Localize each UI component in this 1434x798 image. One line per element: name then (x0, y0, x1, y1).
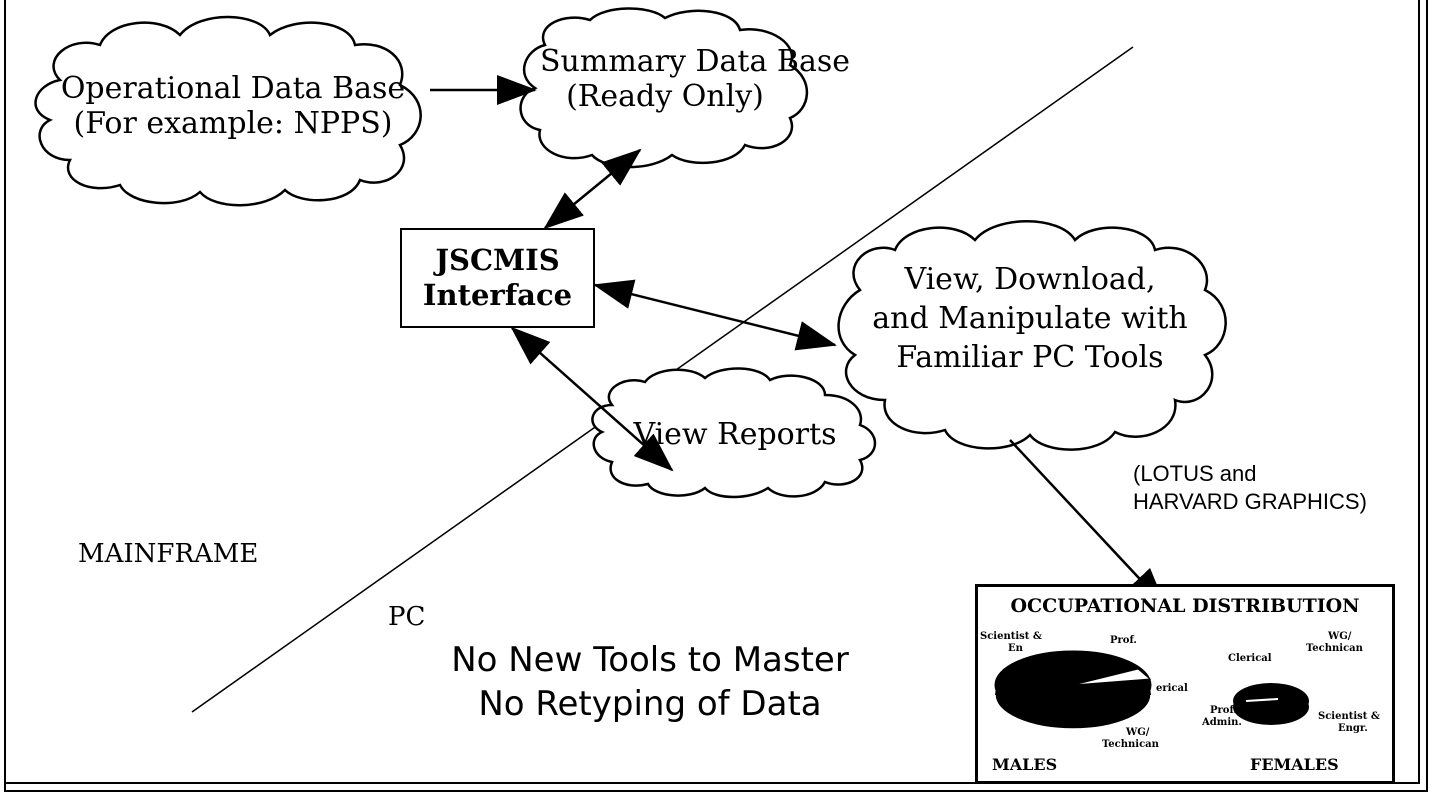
arrow-interface-viewreports (510, 326, 674, 472)
males-label-technican: Technican (1102, 739, 1159, 750)
operational-line1: Operational Data Base (60, 71, 406, 106)
females-label-engr: Engr. (1338, 723, 1368, 734)
males-label-clerical: erical (1156, 683, 1188, 694)
tools-line1: (LOTUS and (1133, 461, 1257, 486)
arrow-tools-to-chart (1009, 439, 1167, 608)
operational-cloud-label: Operational Data Base (For example: NPPS… (58, 71, 408, 141)
operational-cloud-shape (34, 15, 422, 207)
slogan-line1: No New Tools to Master (451, 640, 849, 680)
males-label-wg: WG/ (1126, 727, 1150, 738)
view-download-cloud-shape (837, 220, 1227, 451)
females-label-admin: Admin. (1202, 717, 1242, 728)
view-download-line2: and Manipulate with (872, 301, 1188, 336)
slide-frame (4, 0, 1428, 792)
females-label-prof: Prof. (1210, 705, 1237, 716)
arrow-summary-interface (543, 148, 642, 230)
slogan: No New Tools to Master No Retyping of Da… (440, 638, 860, 726)
interface-line1: JSCMIS (435, 243, 560, 278)
chart-title: OCCUPATIONAL DISTRIBUTION (1010, 595, 1360, 617)
females-label-scientist: Scientist & (1318, 711, 1380, 722)
view-download-line1: View, Download, (904, 262, 1156, 297)
summary-cloud-label: Summary Data Base (Ready Only) (540, 44, 850, 114)
tools-note: (LOTUS and HARVARD GRAPHICS) (1133, 460, 1367, 515)
males-label-prof: Prof. (1110, 635, 1137, 646)
females-pie (1233, 683, 1309, 719)
view-reports-cloud-label: View Reports (610, 417, 860, 453)
view-reports-line1: View Reports (633, 417, 837, 452)
operational-line2: (For example: NPPS) (73, 105, 393, 141)
chart-pies (994, 650, 1309, 730)
males-label-scientist-2: En (1008, 643, 1023, 654)
summary-line1: Summary Data Base (540, 44, 850, 79)
view-download-line3: Familiar PC Tools (896, 340, 1164, 375)
mainframe-label: MAINFRAME (78, 539, 259, 569)
slogan-line2: No Retyping of Data (478, 684, 822, 725)
interface-line2: Interface (422, 278, 573, 312)
females-label-technican: Technican (1306, 643, 1363, 654)
summary-cloud-shape (519, 7, 809, 169)
males-group-label: MALES (992, 755, 1058, 774)
pc-label: PC (388, 602, 426, 632)
females-label-clerical: Clerical (1228, 653, 1272, 664)
view-download-cloud-label: View, Download, and Manipulate with Fami… (855, 260, 1205, 377)
jscmis-interface-box: JSCMIS Interface (400, 228, 595, 328)
males-pie-rim (994, 694, 1152, 730)
females-pie-slice-white (1245, 698, 1279, 702)
females-label-wg: WG/ (1328, 631, 1352, 642)
males-pie-slice-white (1072, 668, 1152, 686)
arrow-interface-viewdownload (593, 279, 837, 351)
males-label-scientist: Scientist & (980, 631, 1042, 642)
occupational-distribution-chart: OCCUPATIONAL DISTRIBUTION Scientist & En… (975, 584, 1395, 784)
females-group-label: FEMALES (1250, 755, 1339, 774)
tools-line2: HARVARD GRAPHICS) (1133, 488, 1367, 514)
summary-line2: (Ready Only) (566, 78, 764, 114)
